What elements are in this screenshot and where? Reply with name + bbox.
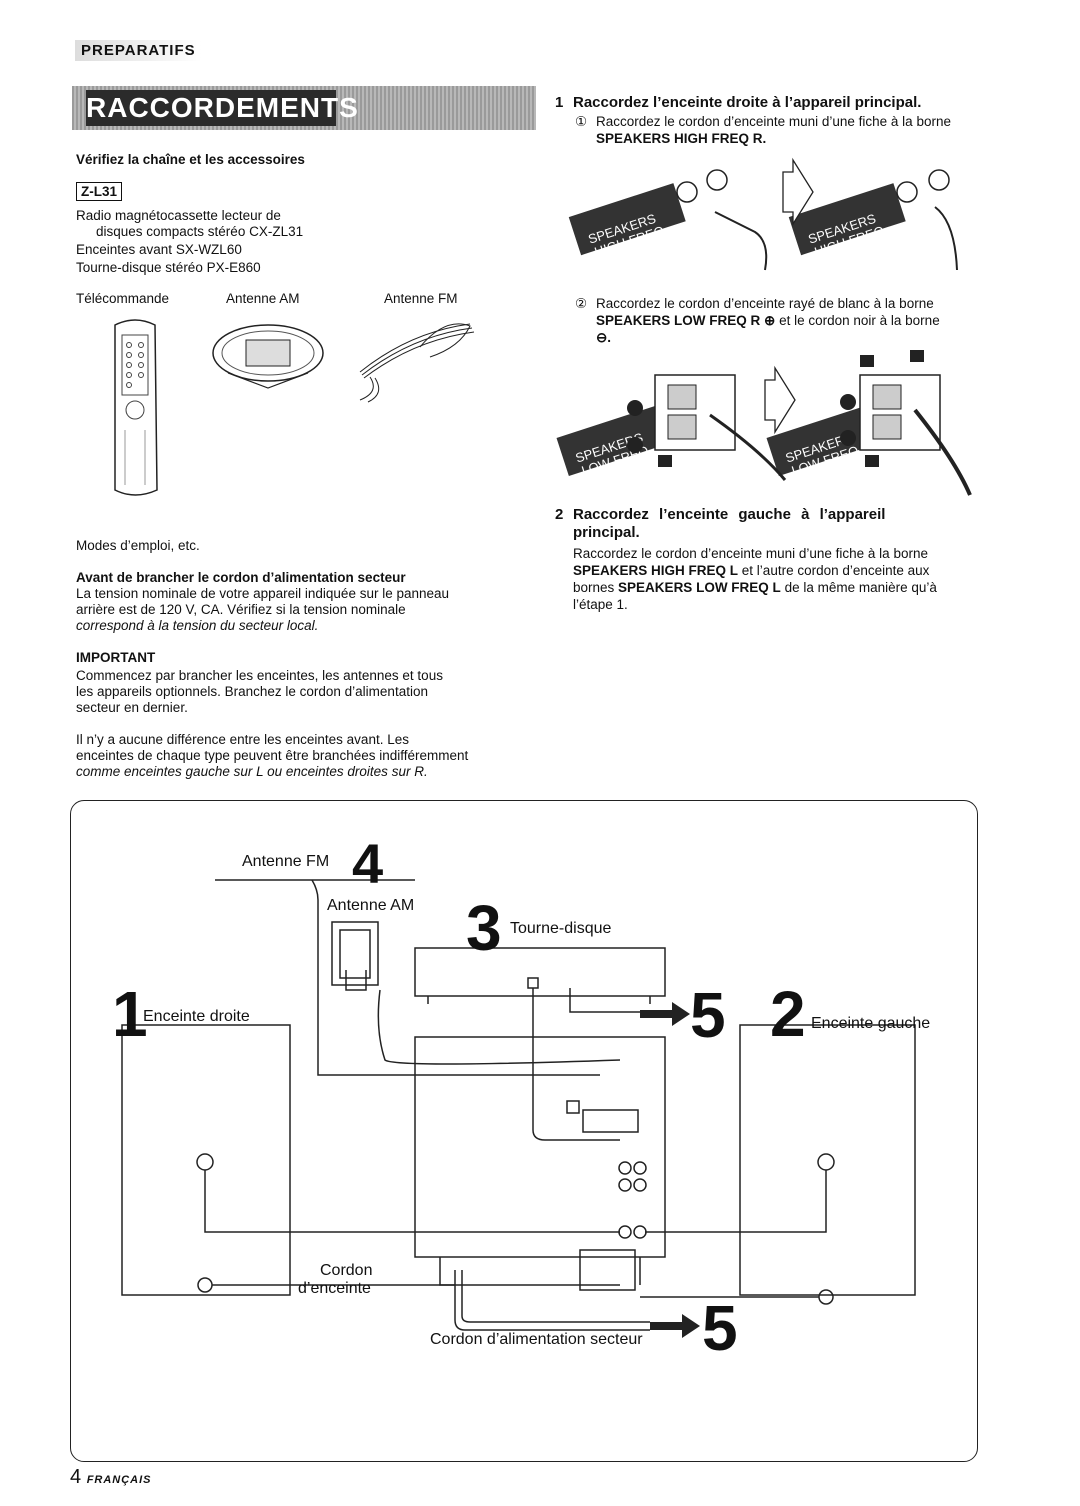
step-number-2: 2 <box>770 978 806 1050</box>
important-line-1: Commencez par brancher les enceintes, le… <box>76 668 443 683</box>
section-tag: PREPARATIFS <box>75 40 202 61</box>
step1b-line3: ⊖. <box>596 330 612 345</box>
step-number-3: 3 <box>466 892 502 964</box>
accessory-remote-label: Télécommande <box>76 291 170 306</box>
step2-line2-rest: et l’autre cordon d’enceinte aux <box>741 563 930 578</box>
important-heading: IMPORTANT <box>76 650 156 665</box>
remote-control-image <box>114 319 158 496</box>
item-line-2: disques compacts stéréo CX-ZL31 <box>96 224 304 239</box>
item-line-3: Enceintes avant SX-WZL60 <box>76 242 242 257</box>
label-antenne-am: Antenne AM <box>327 897 415 914</box>
step1b-mark: ② <box>575 296 588 311</box>
low-freq-connection-diagram: SPEAKERS LOW FREQ SPEAKERS LOW FREQ <box>556 350 972 496</box>
power-heading: Avant de brancher le cordon d’alimentati… <box>76 570 406 585</box>
high-freq-connection-diagram: SPEAKERS HIGH FREQ SPEAKERS HIGH FREQ <box>568 157 958 271</box>
label-cordon-2: d’enceinte <box>298 1280 371 1297</box>
manuals-label: Modes d’emploi, etc. <box>76 538 200 553</box>
connection-diagram-frame <box>70 800 978 1462</box>
model-label: Z-L31 <box>76 182 123 201</box>
item-line-4: Tourne-disque stéréo PX-E860 <box>76 260 261 275</box>
step1b-line2-rest: et le cordon noir à la borne <box>779 313 940 328</box>
power-line-3: correspond à la tension du secteur local… <box>76 618 319 633</box>
am-antenna-image <box>212 324 324 389</box>
label-cordon-1: Cordon <box>320 1262 373 1279</box>
note-line-1: Il n’y a aucune différence entre les enc… <box>76 732 409 747</box>
step-number-4: 4 <box>352 832 384 895</box>
title-bar: RACCORDEMENTS <box>72 86 536 130</box>
step-number-5-bottom: 5 <box>702 1292 738 1364</box>
step1-number: 1 <box>555 94 564 111</box>
label-enceinte-gauche: Enceinte gauche <box>811 1015 931 1032</box>
label-tourne-disque: Tourne-disque <box>510 920 612 937</box>
page-title: RACCORDEMENTS <box>86 90 358 126</box>
step2-title-1: Raccordez l’enceinte gauche à l’appareil <box>573 506 886 523</box>
page-footer: 4 FRANÇAIS <box>70 1466 152 1489</box>
step2-line1: Raccordez le cordon d’enceinte muni d’un… <box>573 546 928 561</box>
item-line-1: Radio magnétocassette lecteur de <box>76 208 281 223</box>
accessory-fm-label: Antenne FM <box>384 291 458 306</box>
step1a-terminal: SPEAKERS HIGH FREQ R. <box>596 131 767 146</box>
label-cordon-alimentation: Cordon d’alimentation secteur <box>430 1331 643 1348</box>
step2-line4: l’étape 1. <box>573 597 628 612</box>
accessory-am-label: Antenne AM <box>226 291 300 306</box>
note-line-2: enceintes de chaque type peuvent être br… <box>76 748 469 763</box>
important-line-3: secteur en dernier. <box>76 700 188 715</box>
step2-line3-rest: de la même manière qu’à <box>784 580 937 595</box>
step1-title: Raccordez l’enceinte droite à l’appareil… <box>573 94 922 111</box>
power-line-1: La tension nominale de votre appareil in… <box>76 586 450 601</box>
step1b-terminal: SPEAKERS LOW FREQ R ⊕ <box>596 313 776 328</box>
step2-title-2: principal. <box>573 524 640 541</box>
label-antenne-fm: Antenne FM <box>242 853 330 870</box>
step1b-line1: Raccordez le cordon d’enceinte rayé de b… <box>596 296 934 311</box>
step-number-5-top: 5 <box>690 979 726 1051</box>
power-line-2: arrière est de 120 V, CA. Vérifiez si la… <box>76 602 406 617</box>
page-number: 4 <box>70 1466 82 1488</box>
step1a-mark: ① <box>575 114 588 129</box>
check-heading: Vérifiez la chaîne et les accessoires <box>76 152 305 167</box>
step2-term2: SPEAKERS LOW FREQ L <box>618 580 781 595</box>
step2-number: 2 <box>555 506 564 523</box>
fm-antenna-image <box>359 323 475 403</box>
note-line-3: comme enceintes gauche sur L ou enceinte… <box>76 764 428 779</box>
important-line-2: les appareils optionnels. Branchez le co… <box>76 684 428 699</box>
footer-language: FRANÇAIS <box>86 1474 152 1486</box>
step-number-1: 1 <box>112 978 148 1050</box>
step2-line3-pre: bornes <box>573 580 615 595</box>
step2-term1: SPEAKERS HIGH FREQ L <box>573 563 739 578</box>
step1a-text: Raccordez le cordon d’enceinte muni d’un… <box>596 114 951 129</box>
label-enceinte-droite: Enceinte droite <box>143 1008 250 1025</box>
